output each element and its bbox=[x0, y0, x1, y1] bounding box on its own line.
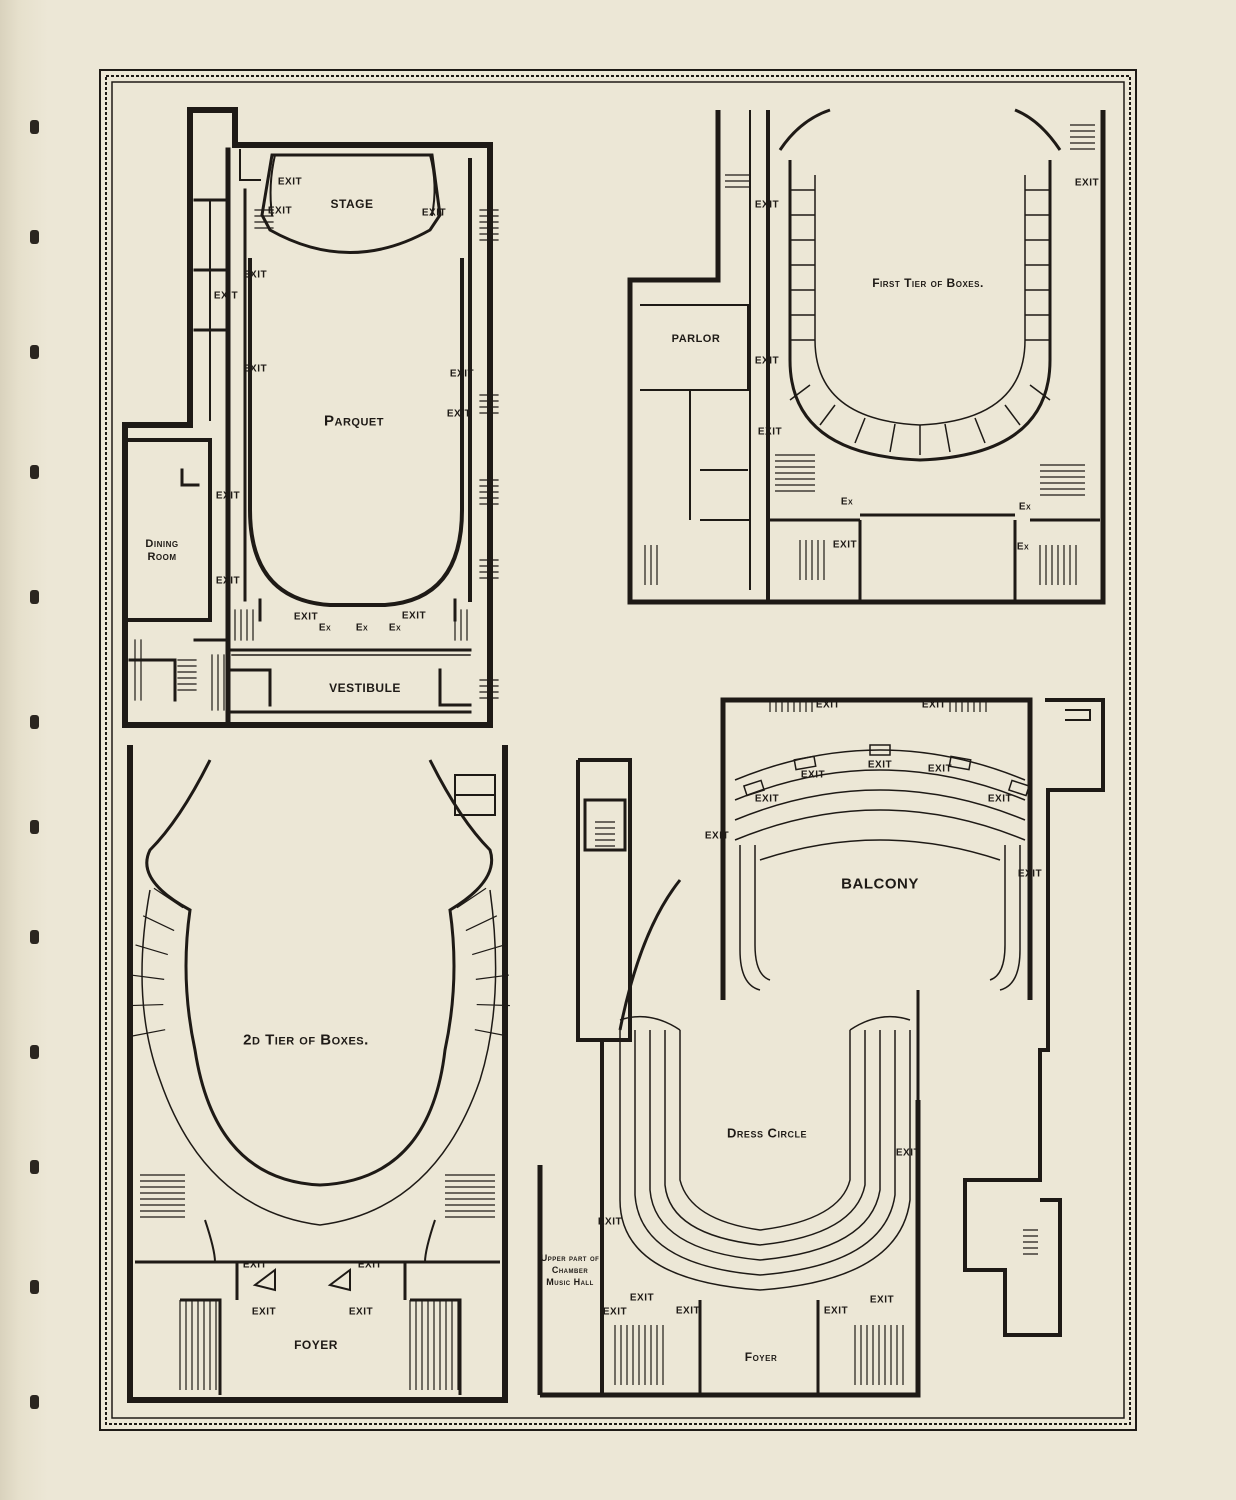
exit-label: EXIT bbox=[704, 830, 730, 842]
exit-label: EXIT bbox=[823, 1305, 849, 1317]
second-tier-title: 2d Tier of Boxes. bbox=[243, 1031, 369, 1049]
dress-circle-label: Dress Circle bbox=[727, 1125, 807, 1141]
binding-stitch bbox=[30, 715, 39, 729]
ex-label: Ex bbox=[1016, 541, 1030, 553]
exit-label: EXIT bbox=[1074, 177, 1100, 189]
exit-label: EXIT bbox=[213, 290, 239, 302]
binding-stitch bbox=[30, 1395, 39, 1409]
second-tier-plan bbox=[127, 745, 510, 1403]
exit-label: EXIT bbox=[675, 1305, 701, 1317]
exit-label: EXIT bbox=[215, 490, 241, 502]
box-partition-line bbox=[130, 1003, 164, 1007]
ex-label: Ex bbox=[318, 622, 332, 634]
exit-label: EXIT bbox=[449, 368, 475, 380]
foyer-label: Foyer bbox=[744, 1350, 778, 1364]
exit-label: EXIT bbox=[757, 426, 783, 438]
ex-label: Ex bbox=[1018, 501, 1032, 513]
box-partition-line bbox=[476, 1003, 510, 1007]
box-partition-line bbox=[153, 887, 184, 909]
binding-stitch bbox=[30, 1045, 39, 1059]
ex-label: Ex bbox=[840, 496, 854, 508]
exit-label: EXIT bbox=[629, 1292, 655, 1304]
page-border bbox=[99, 69, 1137, 1431]
stage-label: STAGE bbox=[330, 197, 374, 211]
exit-label: EXIT bbox=[267, 205, 293, 217]
ex-label: Ex bbox=[388, 622, 402, 634]
exit-label: EXIT bbox=[1017, 868, 1043, 880]
box-partition-line bbox=[142, 915, 175, 932]
exit-label: EXIT bbox=[348, 1306, 374, 1318]
exit-label: EXIT bbox=[754, 199, 780, 211]
exit-label: EXIT bbox=[597, 1216, 623, 1228]
exit-label: EXIT bbox=[895, 1147, 921, 1159]
box-partition-line bbox=[132, 1029, 166, 1037]
exit-label: EXIT bbox=[446, 408, 472, 420]
foyer-label: FOYER bbox=[294, 1338, 338, 1352]
exit-label: EXIT bbox=[602, 1306, 628, 1318]
exit-label: EXIT bbox=[921, 699, 947, 711]
exit-label: EXIT bbox=[927, 763, 953, 775]
binding-stitch bbox=[30, 930, 39, 944]
exit-label: EXIT bbox=[293, 611, 319, 623]
binding-stitch bbox=[30, 465, 39, 479]
exit-label: EXIT bbox=[867, 759, 893, 771]
box-partition-line bbox=[475, 974, 509, 981]
page-binding-edge bbox=[0, 0, 48, 1500]
exit-label: EXIT bbox=[242, 1259, 268, 1271]
binding-stitch bbox=[30, 120, 39, 134]
exit-label: EXIT bbox=[832, 539, 858, 551]
binding-stitch bbox=[30, 1280, 39, 1294]
box-partition-line bbox=[456, 887, 487, 909]
exit-label: EXIT bbox=[421, 207, 447, 219]
exit-label: EXIT bbox=[987, 793, 1013, 805]
exit-label: EXIT bbox=[815, 699, 841, 711]
box-partition-line bbox=[474, 1029, 508, 1037]
exit-label: EXIT bbox=[357, 1259, 383, 1271]
exit-label: EXIT bbox=[251, 1306, 277, 1318]
exit-label: EXIT bbox=[754, 793, 780, 805]
binding-stitch bbox=[30, 1160, 39, 1174]
box-partition-line bbox=[472, 944, 505, 956]
binding-stitch bbox=[30, 230, 39, 244]
exit-label: EXIT bbox=[869, 1294, 895, 1306]
box-partition-line bbox=[465, 915, 498, 932]
exit-label: EXIT bbox=[800, 769, 826, 781]
parquet-label: Parquet bbox=[324, 412, 384, 430]
exit-label: EXIT bbox=[754, 355, 780, 367]
box-partition-line bbox=[135, 944, 168, 956]
first-tier-title: First Tier of Boxes. bbox=[872, 276, 984, 290]
binding-stitch bbox=[30, 820, 39, 834]
vestibule-label: VESTIBULE bbox=[329, 681, 401, 695]
chamber-music-hall-note: Upper part of Chamber Music Hall bbox=[540, 1253, 600, 1287]
parlor-label: PARLOR bbox=[671, 333, 721, 345]
exit-label: EXIT bbox=[242, 269, 268, 281]
dining-room-label: Dining Room bbox=[145, 538, 179, 563]
binding-stitch bbox=[30, 345, 39, 359]
ex-label: Ex bbox=[355, 622, 369, 634]
exit-label: EXIT bbox=[401, 610, 427, 622]
parquet-plan bbox=[122, 107, 499, 728]
balcony-label: BALCONY bbox=[841, 875, 919, 893]
exit-label: EXIT bbox=[215, 575, 241, 587]
binding-stitch bbox=[30, 590, 39, 604]
box-partition-line bbox=[131, 974, 165, 981]
exit-label: EXIT bbox=[242, 363, 268, 375]
first-tier-plan bbox=[627, 108, 1106, 605]
exit-label: EXIT bbox=[277, 176, 303, 188]
balcony-plan bbox=[537, 697, 1105, 1398]
